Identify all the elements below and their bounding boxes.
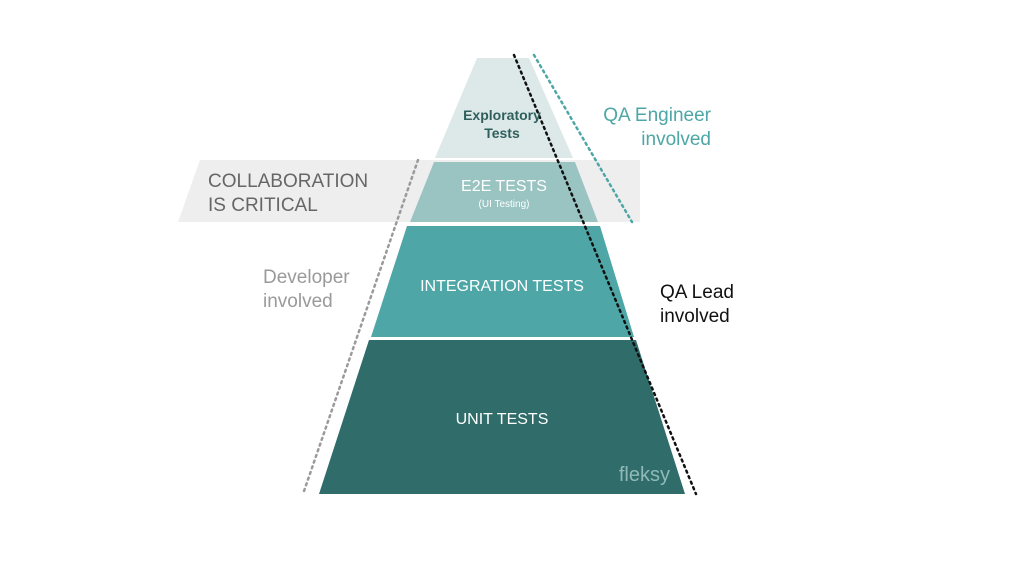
qa-engineer-label-line1: QA Engineer [603,105,711,126]
exploratory-label-line1: Exploratory [463,107,541,123]
integration-label: INTEGRATION TESTS [420,278,584,295]
qa-engineer-dotted-line [532,53,634,224]
collaboration-label-line1: COLLABORATION [208,171,368,192]
unit-label: UNIT TESTS [456,411,549,428]
pyramid-layer-integration [371,226,634,337]
e2e-sublabel: (UI Testing) [479,199,530,210]
pyramid-layer-exploratory [435,58,573,158]
qa-lead-dotted-line [512,53,698,496]
pyramid-layer-e2e [410,162,598,222]
pyramid-layer-unit [319,340,685,494]
e2e-label: E2E TESTS [461,178,547,195]
qa-engineer-label-line2: involved [641,129,711,150]
qa-lead-label-line2: involved [660,306,730,327]
collaboration-label-line2: IS CRITICAL [208,195,318,216]
developer-dotted-line [301,158,420,496]
qa-lead-label-line1: QA Lead [660,282,734,303]
brand-watermark: fleksy [619,464,670,486]
developer-label-line1: Developer [263,267,350,288]
developer-label-line2: involved [263,291,333,312]
exploratory-label-line2: Tests [484,125,520,141]
